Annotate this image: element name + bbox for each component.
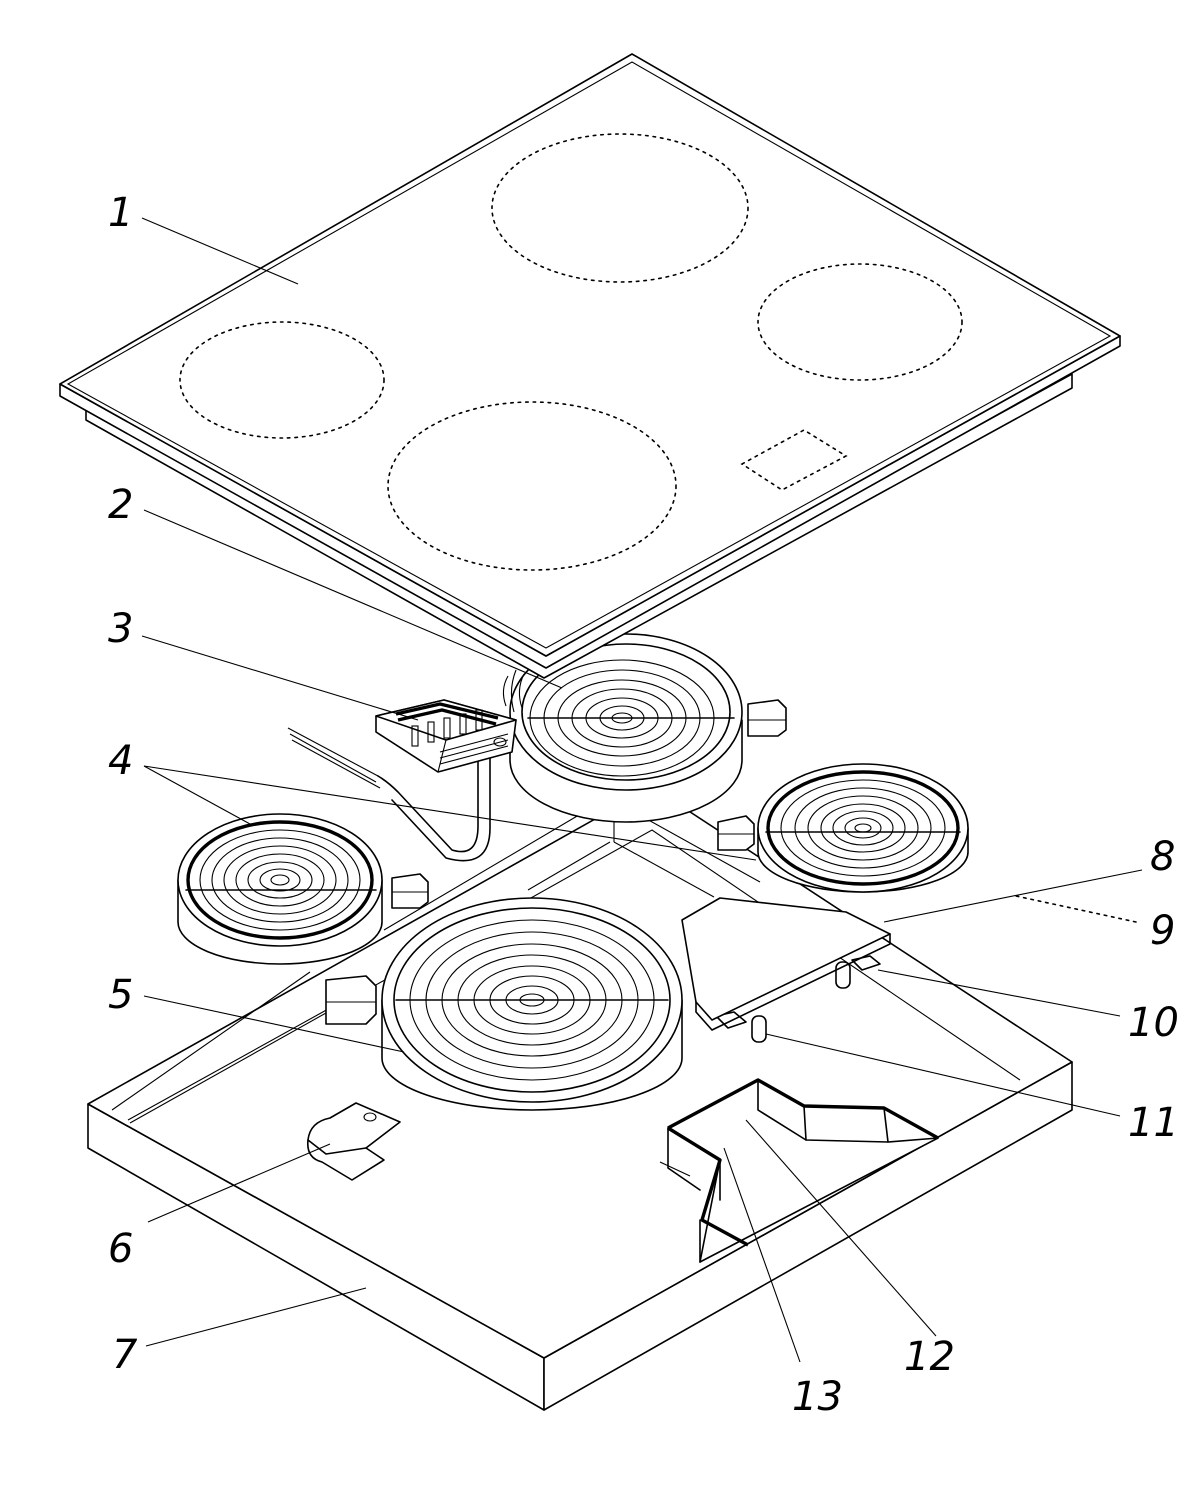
label-1: 1 [108,190,133,236]
reference-labels: 1 2 3 4 5 6 7 8 9 10 11 12 13 [108,190,1179,1420]
label-2: 2 [108,482,133,528]
control-board [681,897,891,1043]
label-5: 5 [108,972,133,1018]
label-9: 9 [1150,908,1175,954]
label-7: 7 [112,1332,138,1378]
label-3: 3 [108,606,133,652]
glass-cooktop-plate [59,53,1121,679]
mounting-clip [306,1102,401,1181]
label-6: 6 [108,1226,133,1272]
label-8: 8 [1150,834,1175,880]
heating-element-left [177,813,429,965]
assembly-guide-lines [111,811,761,1121]
heating-element-large-front [325,897,683,1111]
heating-element-right [717,763,969,893]
heating-element-rear [502,633,787,823]
label-11: 11 [1128,1100,1179,1146]
label-10: 10 [1128,1000,1179,1046]
label-13: 13 [792,1374,843,1420]
leader-lines [141,217,1143,1363]
control-cutout [659,1078,939,1263]
label-4: 4 [108,738,133,784]
label-12: 12 [904,1334,955,1380]
